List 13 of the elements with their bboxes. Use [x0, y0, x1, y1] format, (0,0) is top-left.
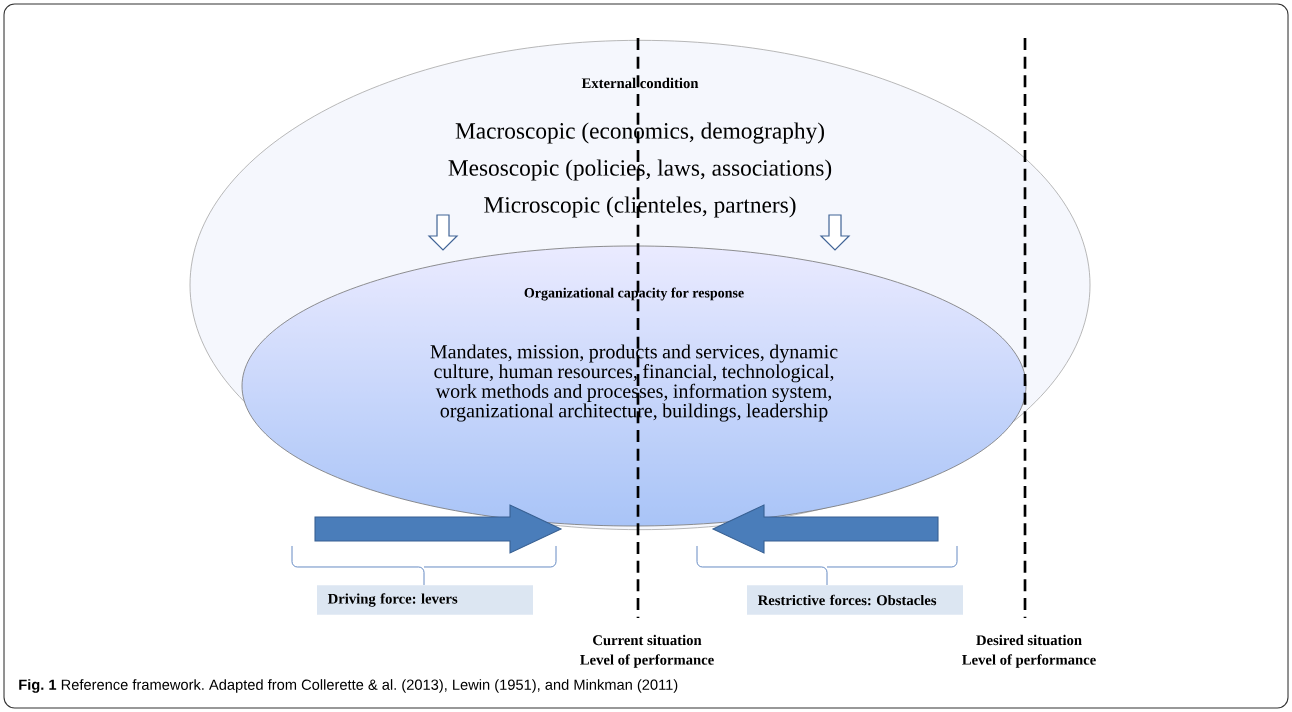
- body-text: Mandates, mission, products and services, dynamic culture, human resources, financial, technological, work methods and processes, information system, organizational architecture, buildings, leadership: [430, 344, 838, 422]
- axis-label: Level of performance: [962, 654, 1096, 668]
- label-box: Restrictive forces: Obstacles: [747, 585, 963, 615]
- heading: Organizational capacity for response: [524, 287, 744, 301]
- caption: Fig. 1 Reference framework. Adapted from Collerette & al. (2013), Lewin (1951), and Minkman (2011): [19, 679, 678, 693]
- label-box: Driving force: levers: [317, 585, 533, 615]
- body-text: Mesoscopic (policies, laws, associations): [448, 159, 832, 181]
- body-text: Macroscopic (economics, demography): [455, 122, 824, 144]
- axis-label: Current situation: [593, 634, 702, 646]
- axis-label: Desired situation: [976, 634, 1082, 646]
- heading: External condition: [581, 77, 699, 89]
- axis-label: Level of performance: [580, 654, 714, 668]
- body-text: Microscopic (clienteles, partners): [484, 196, 796, 218]
